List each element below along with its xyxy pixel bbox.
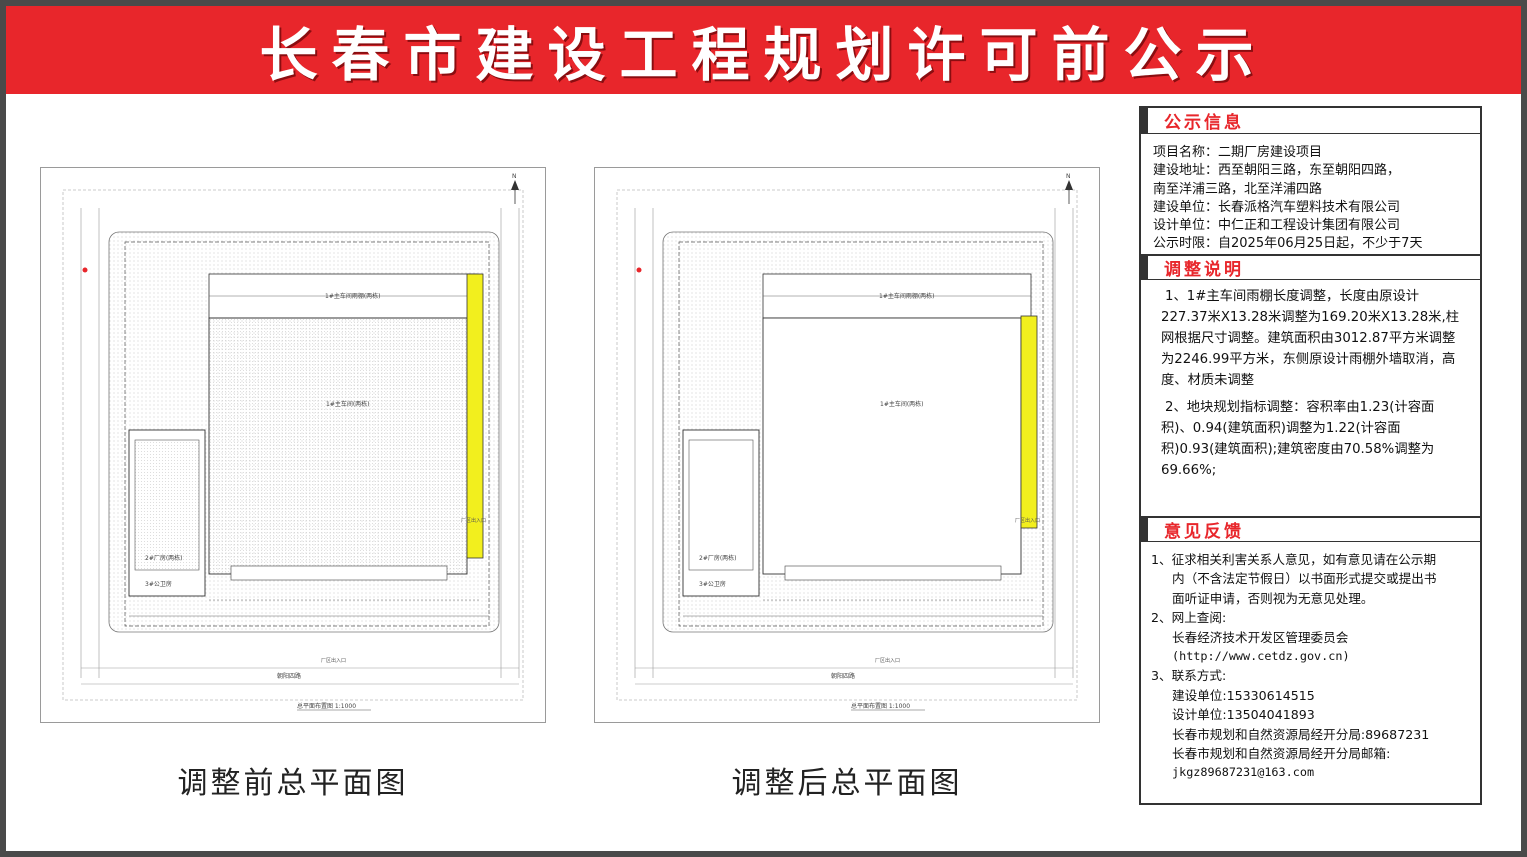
drawing-title-after: 总平面布置图 1:1000 xyxy=(851,702,910,710)
caption-before: 调整前总平面图 xyxy=(177,766,409,801)
notice-body: 项目名称：二期厂房建设项目 建设地址：西至朝阳三路，东至朝阳四路， 南至洋浦三路… xyxy=(1141,134,1480,254)
gate-label-after: 厂区出入口 xyxy=(875,657,900,664)
notice-line: 项目名称：二期厂房建设项目 xyxy=(1153,145,1323,160)
info-panel: 公示信息 项目名称：二期厂房建设项目 建设地址：西至朝阳三路，东至朝阳四路， 南… xyxy=(1139,106,1482,805)
building2-label-after: 2#厂房(两栋) xyxy=(699,554,737,562)
building2-label-before: 2#厂房(两栋) xyxy=(145,554,183,562)
road-label-before: 朝阳四路 xyxy=(277,672,301,680)
feedback-body: 1、征求相关利害关系人意见，如有意见请在公示期 内（不含法定节假日）以书面形式提… xyxy=(1141,542,1480,787)
feedback-title: 意见反馈 xyxy=(1164,522,1244,542)
feedback-item-1b: 内（不含法定节假日）以书面形式提交或提出书 xyxy=(1172,571,1437,587)
adjust-section-header: 调整说明 xyxy=(1141,254,1480,280)
caption-after: 调整后总平面图 xyxy=(731,766,963,801)
svg-text:厂区出入口: 厂区出入口 xyxy=(461,517,486,524)
contact-email-label: 长春市规划和自然资源局经开分局邮箱: xyxy=(1172,746,1391,762)
site-plan-before: 1#主车间雨棚(两栋) 1#主车间(两栋) 2#厂房(两栋) 3#公卫房 厂区出… xyxy=(40,167,546,723)
north-arrow-after: N xyxy=(1066,173,1071,180)
drawing-title-before: 总平面布置图 1:1000 xyxy=(297,702,356,710)
feedback-item-3: 3、联系方式: xyxy=(1151,668,1227,684)
notice-section: 公示信息 项目名称：二期厂房建设项目 建设地址：西至朝阳三路，东至朝阳四路， 南… xyxy=(1141,108,1480,254)
notice-line: 设计单位：中仁正和工程设计集团有限公司 xyxy=(1153,218,1401,234)
notice-line: 建设地址：西至朝阳三路，东至朝阳四路， xyxy=(1153,163,1401,179)
canopy-highlight-before xyxy=(466,273,484,559)
building3-label-before: 3#公卫房 xyxy=(145,580,172,588)
site-plan-after: 1#主车间雨棚(两栋) 1#主车间(两栋) 2#厂房(两栋) 3#公卫房 厂区出… xyxy=(594,167,1100,723)
feedback-url-link[interactable]: (http://www.cetdz.gov.cn) xyxy=(1172,649,1350,664)
canopy-label-before: 1#主车间雨棚(两栋) xyxy=(325,292,381,300)
main-building-label-before: 1#主车间(两栋) xyxy=(326,400,370,408)
road-label-after: 朝阳四路 xyxy=(831,672,855,680)
canopy-label-after: 1#主车间雨棚(两栋) xyxy=(879,292,935,300)
main-building-label-after: 1#主车间(两栋) xyxy=(880,400,924,408)
contact-email-link[interactable]: jkgz89687231@163.com xyxy=(1172,765,1315,780)
feedback-org: 长春经济技术开发区管理委员会 xyxy=(1172,629,1349,645)
notice-section-header: 公示信息 xyxy=(1141,108,1480,134)
notice-line: 建设单位：长春派格汽车塑料技术有限公司 xyxy=(1153,199,1401,215)
north-arrow-before: N xyxy=(512,173,517,180)
svg-text:厂区出入口: 厂区出入口 xyxy=(1015,517,1040,524)
notice-board: 长春市建设工程规划许可前公示 xyxy=(6,6,1521,851)
notice-line: 南至洋浦三路，北至洋浦四路 xyxy=(1153,181,1323,197)
building3-label-after: 3#公卫房 xyxy=(699,580,726,588)
contact-design-unit: 设计单位:13504041893 xyxy=(1172,707,1315,723)
gate-label-before: 厂区出入口 xyxy=(321,657,346,664)
feedback-section: 意见反馈 1、征求相关利害关系人意见，如有意见请在公示期 内（不含法定节假日）以… xyxy=(1141,516,1480,787)
contact-bureau: 长春市规划和自然资源局经开分局:89687231 xyxy=(1172,726,1430,742)
notice-title: 公示信息 xyxy=(1164,113,1244,133)
adjust-title: 调整说明 xyxy=(1164,260,1244,280)
feedback-item-1a: 1、征求相关利害关系人意见，如有意见请在公示期 xyxy=(1151,552,1437,567)
notice-line: 公示时限：自2025年06月25日起，不少于7天 xyxy=(1153,236,1423,252)
site-plan-before-drawing: 1#主车间雨棚(两栋) 1#主车间(两栋) 2#厂房(两栋) 3#公卫房 厂区出… xyxy=(62,173,524,711)
adjust-section: 调整说明 1、1#主车间雨棚长度调整，长度由原设计227.37米X13.28米调… xyxy=(1141,254,1480,516)
feedback-item-1c: 面听证申请，否则视为无意见处理。 xyxy=(1172,590,1374,606)
banner-title: 长春市建设工程规划许可前公示 xyxy=(259,21,1268,89)
feedback-item-2: 2、网上查阅: xyxy=(1151,610,1227,626)
feedback-section-header: 意见反馈 xyxy=(1141,516,1480,542)
adjust-body: 1、1#主车间雨棚长度调整，长度由原设计227.37米X13.28米调整为169… xyxy=(1141,280,1480,516)
contact-build-unit: 建设单位:15330614515 xyxy=(1172,687,1315,703)
site-plan-after-drawing: 1#主车间雨棚(两栋) 1#主车间(两栋) 2#厂房(两栋) 3#公卫房 厂区出… xyxy=(616,173,1078,711)
canopy-highlight-after xyxy=(1020,315,1038,529)
adjust-para-1: 1、1#主车间雨棚长度调整，长度由原设计227.37米X13.28米调整为169… xyxy=(1161,289,1460,388)
header-banner: 长春市建设工程规划许可前公示 xyxy=(6,6,1521,94)
adjust-para-2: 2、地块规划指标调整：容积率由1.23(计容面积)、0.94(建筑面积)调整为1… xyxy=(1161,400,1435,478)
